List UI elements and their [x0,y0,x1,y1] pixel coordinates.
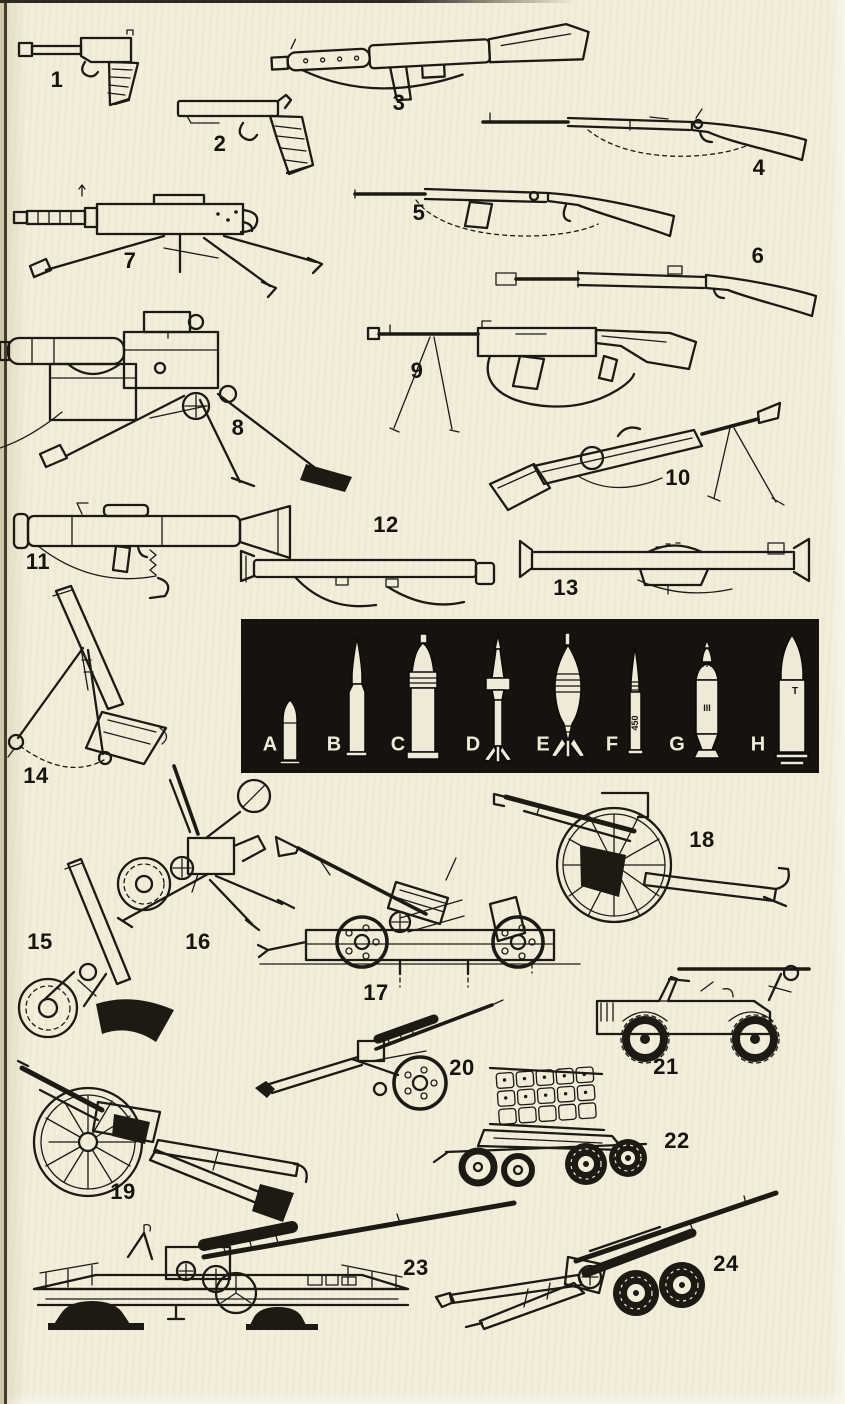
heavy-machine-gun-illustration [0,310,352,492]
figure-pistol-1 [15,22,165,122]
automatic-rifle-illustration [366,320,698,433]
figure-label-1: 1 [50,67,64,92]
page-edge-top-line [0,0,576,3]
figure-platform-gun-23 [8,1195,523,1340]
figure-label-7: 7 [123,248,137,273]
figure-label-2: 2 [213,131,227,156]
figure-label-15: 15 [27,929,53,954]
figure-label-21: 21 [653,1054,679,1079]
aa-gun-illustration [116,764,296,932]
figure-rifle-4 [480,98,815,178]
ammo-marking-F: 450 [630,715,640,730]
figure-label-14: 14 [23,763,49,788]
jeep-illustration [595,964,811,1064]
mortar-illustration [7,584,168,769]
figure-label-4: 4 [752,155,766,180]
howitzer-illustration [255,999,504,1111]
figure-rifle-6 [492,258,827,324]
figure-field-gun-18 [482,785,807,935]
figure-heavy-howitzer-24 [428,1185,793,1335]
pistol-illustration [176,93,315,176]
figure-rocket-trailer-22 [428,1062,673,1197]
rifle-illustration [495,265,818,318]
mortar-illustration [17,857,174,1042]
howitzer-illustration [16,1059,308,1222]
figure-label-9: 9 [410,358,424,383]
rocket-launcher-illustration [239,549,496,608]
ammo-marking-H: T [792,686,798,697]
figure-label-3: 3 [392,90,406,115]
aa-autocannon-illustration [256,835,581,988]
figure-heavy-machine-gun-8 [0,298,372,493]
light-machine-gun-illustration [488,401,785,512]
rifle-illustration [353,187,676,238]
ammo-label-H: H [750,733,766,756]
figure-machine-gun-7 [12,182,337,299]
rifle-illustration [481,108,808,162]
figure-label-17: 17 [363,980,389,1005]
ammo-label-A: A [262,733,278,756]
machine-gun-illustration [12,184,324,299]
light-machine-gun-illustration [12,502,292,600]
figure-jeep-21 [583,955,813,1067]
figure-label-19: 19 [110,1179,136,1204]
figure-label-6: 6 [751,243,765,268]
figure-pistol-2 [175,85,325,190]
ammo-marking-G: III [703,703,711,713]
figure-label-24: 24 [713,1251,739,1276]
rocket-trailer-illustration [432,1066,648,1187]
ammo-label-C: C [390,733,406,756]
figure-label-23: 23 [403,1255,429,1280]
rocket-launcher-illustration [518,537,811,595]
page-edge-gutter-line [4,0,7,1404]
figure-rocket-launcher-13 [518,534,813,604]
submachine-gun-illustration [270,22,590,102]
figure-label-10: 10 [665,465,691,490]
figure-label-20: 20 [449,1055,475,1080]
figure-submachine-gun-3 [270,18,640,110]
ammunition-panel: 450 III T A B C D E F G H [242,620,818,772]
figure-mortar-14 [4,582,189,782]
figure-label-8: 8 [231,415,245,440]
figure-howitzer-20 [252,995,507,1115]
platform-gun-illustration [32,1200,517,1330]
figure-label-13: 13 [553,575,579,600]
figure-label-5: 5 [412,200,426,225]
figure-label-22: 22 [664,1128,690,1153]
page-edge-paper [0,0,4,1404]
ammo-label-F: F [605,733,619,756]
ammunition-silhouettes: 450 III T [279,632,809,766]
figure-label-11: 11 [25,549,51,574]
figure-light-machine-gun-11 [10,478,315,610]
figure-rocket-launcher-12 [238,536,503,616]
ammo-label-G: G [669,733,685,756]
figure-howitzer-19 [6,1052,324,1224]
figure-label-12: 12 [373,512,399,537]
figure-rifle-5 [352,172,687,252]
ammo-label-B: B [326,733,342,756]
pistol-illustration [17,29,140,107]
heavy-howitzer-illustration [434,1190,779,1331]
figure-label-16: 16 [185,929,211,954]
figure-aa-autocannon-17 [250,820,590,990]
ammo-label-E: E [536,733,550,756]
field-gun-illustration [492,791,790,924]
figure-automatic-rifle-9 [366,316,736,476]
figure-aa-gun-16 [110,762,300,952]
ammo-label-D: D [465,733,481,756]
figure-label-18: 18 [689,827,715,852]
figure-light-machine-gun-10 [482,392,807,532]
figure-mortar-15 [8,852,193,1052]
